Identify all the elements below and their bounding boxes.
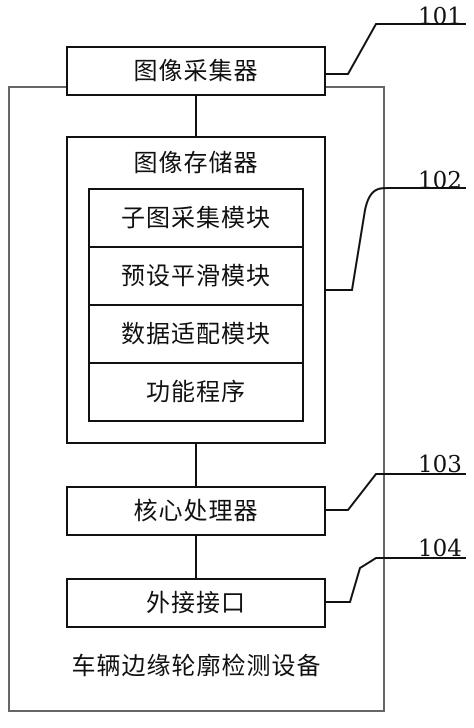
leader-line-104 xyxy=(326,557,466,603)
data-adaptation-module-box: 数据适配模块 xyxy=(88,304,304,364)
preset-smoothing-module-label: 预设平滑模块 xyxy=(121,262,271,290)
data-adaptation-module-label: 数据适配模块 xyxy=(121,320,271,348)
reference-number-103: 103 xyxy=(418,452,462,478)
reference-number-101: 101 xyxy=(418,4,462,30)
image-collector-label: 图像采集器 xyxy=(133,57,259,85)
function-program-label: 功能程序 xyxy=(146,378,246,406)
subimage-collection-module-box: 子图采集模块 xyxy=(88,188,304,248)
subimage-collection-module-label: 子图采集模块 xyxy=(121,204,271,232)
external-interface-box: 外接接口 xyxy=(66,578,326,628)
leader-line-102 xyxy=(326,186,466,291)
leader-line-103 xyxy=(326,473,466,511)
image-collector-box: 图像采集器 xyxy=(66,46,326,96)
preset-smoothing-module-box: 预设平滑模块 xyxy=(88,246,304,306)
device-label: 车辆边缘轮廓检测设备 xyxy=(71,651,322,680)
leader-line-101 xyxy=(326,23,466,75)
function-program-box: 功能程序 xyxy=(88,362,304,422)
core-processor-box: 核心处理器 xyxy=(66,486,326,536)
external-interface-label: 外接接口 xyxy=(146,589,246,617)
image-storage-title: 图像存储器 xyxy=(133,148,259,177)
core-processor-label: 核心处理器 xyxy=(133,497,259,525)
reference-number-102: 102 xyxy=(418,168,462,194)
reference-number-104: 104 xyxy=(418,536,462,562)
